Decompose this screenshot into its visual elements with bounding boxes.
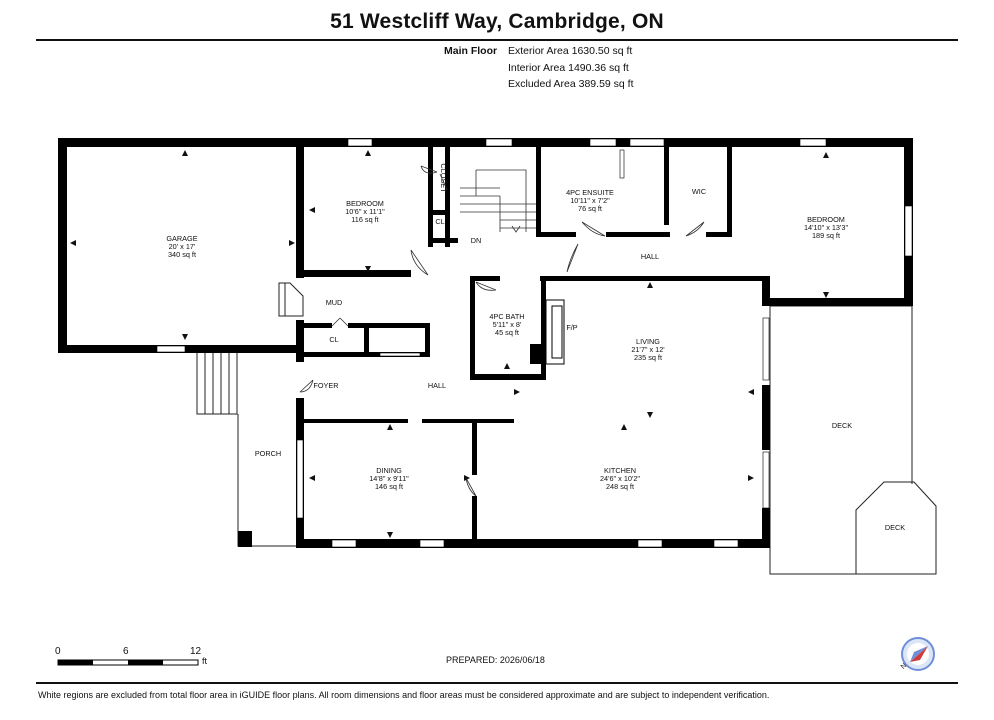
stairs (460, 169, 540, 233)
interior-area: Interior Area 1490.36 sq ft (508, 62, 629, 74)
footer-divider (36, 682, 958, 684)
page-title: 51 Westcliff Way, Cambridge, ON (330, 10, 664, 33)
scale-label-6: 6 (123, 646, 129, 657)
excluded-area: Excluded Area 389.59 sq ft (508, 78, 634, 90)
scale-label-0: 0 (55, 646, 61, 657)
prepared-date: PREPARED: 2026/06/18 (446, 655, 545, 665)
windows (156, 138, 913, 548)
bath-dims: 5'11" x 8' (493, 320, 522, 329)
ensuite-label: 4PC ENSUITE (566, 188, 614, 197)
floor-label: Main Floor (444, 45, 498, 57)
bath-label: 4PC BATH (489, 312, 524, 321)
fireplace-label: F/P (566, 323, 577, 332)
deck-1-label: DECK (832, 421, 852, 430)
dining-dims: 14'8" x 9'11" (369, 474, 409, 483)
bedroom-1-area: 116 sq ft (351, 215, 378, 224)
cl-mud-label: CL (329, 335, 338, 344)
porch-label: PORCH (255, 449, 281, 458)
living-label: LIVING (636, 337, 660, 346)
porch-outline (196, 282, 304, 547)
compass-rose-icon: N (900, 637, 935, 671)
room-labels: GARAGE 20' x 17' 340 sq ft BEDROOM 10'6"… (166, 163, 905, 532)
dining-area: 146 sq ft (375, 482, 403, 491)
dining-label: DINING (376, 466, 402, 475)
cl-top-label: CL (435, 217, 444, 226)
kitchen-label: KITCHEN (604, 466, 636, 475)
closet-label: CLOSET (439, 163, 448, 193)
door-swings (299, 165, 705, 497)
bedroom-2-area: 189 sq ft (812, 231, 840, 240)
svg-text:N: N (900, 662, 909, 671)
header-divider (36, 39, 958, 41)
scale-bar (57, 659, 199, 666)
bedroom-1-label: BEDROOM (346, 199, 384, 208)
living-dims: 21'7" x 12' (631, 345, 665, 354)
living-area: 235 sq ft (634, 353, 662, 362)
foyer-label: FOYER (313, 381, 338, 390)
kitchen-dims: 24'6" x 10'2" (600, 474, 640, 483)
bedroom-1-dims: 10'6" x 11'1" (345, 207, 385, 216)
deck-outline (769, 305, 937, 575)
mud-label: MUD (326, 298, 343, 307)
bath-area: 45 sq ft (495, 328, 519, 337)
camera-markers (70, 150, 829, 538)
disclaimer-text: White regions are excluded from total fl… (38, 690, 770, 700)
exterior-area: Exterior Area 1630.50 sq ft (508, 45, 633, 57)
dn-label: DN (471, 236, 482, 245)
bedroom-2-label: BEDROOM (807, 215, 845, 224)
bedroom-2-dims: 14'10" x 13'3" (804, 223, 848, 232)
wic-label: WIC (692, 187, 706, 196)
ensuite-dims: 10'11" x 7'2" (570, 196, 610, 205)
hall-top-label: HALL (641, 252, 659, 261)
deck-2-label: DECK (885, 523, 905, 532)
scale-unit: ft (202, 656, 208, 666)
garage-dims: 20' x 17' (169, 242, 196, 251)
garage-area: 340 sq ft (168, 250, 196, 259)
ensuite-area: 76 sq ft (578, 204, 602, 213)
kitchen-area: 248 sq ft (606, 482, 634, 491)
hall-mid-label: HALL (428, 381, 446, 390)
fireplace (545, 299, 565, 365)
scale-label-12: 12 (190, 646, 202, 657)
garage-label: GARAGE (166, 234, 197, 243)
walls (58, 138, 913, 548)
